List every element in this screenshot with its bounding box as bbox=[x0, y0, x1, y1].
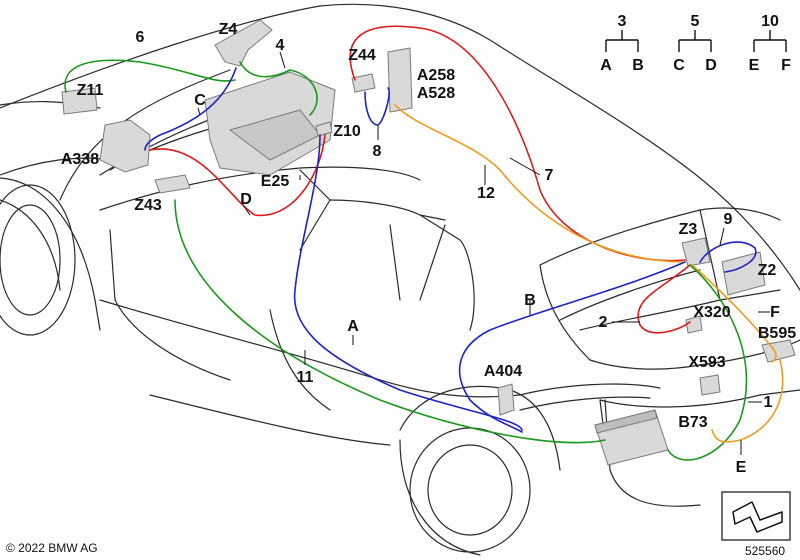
label-a404: A404 bbox=[484, 363, 522, 380]
legend-3-left: E bbox=[749, 57, 760, 74]
wire-green-1 bbox=[667, 264, 748, 461]
label-z4: Z4 bbox=[219, 21, 238, 38]
legend-1-left: A bbox=[600, 57, 612, 74]
label-d: D bbox=[240, 191, 252, 208]
label-11: 11 bbox=[297, 369, 314, 386]
legend-2-left: C bbox=[673, 57, 685, 74]
legend-1-right: B bbox=[632, 57, 644, 74]
module-z3 bbox=[681, 237, 711, 267]
module-a404 bbox=[497, 383, 515, 416]
label-4: 4 bbox=[276, 37, 285, 54]
label-z43: Z43 bbox=[134, 197, 162, 214]
wire-green-6 bbox=[64, 59, 236, 93]
label-z44: Z44 bbox=[348, 47, 376, 64]
wire-blue-c bbox=[144, 67, 237, 151]
view-direction-icon bbox=[721, 491, 791, 541]
label-8: 8 bbox=[373, 143, 382, 160]
legend-2-top: 5 bbox=[691, 13, 700, 30]
copyright-text: © 2022 BMW AG bbox=[6, 541, 98, 555]
legend-2-right: D bbox=[705, 57, 717, 74]
module-x593 bbox=[699, 374, 721, 396]
legend-1-top: 3 bbox=[618, 13, 627, 30]
label-z11: Z11 bbox=[77, 82, 104, 99]
module-z2 bbox=[721, 251, 766, 296]
module-z43 bbox=[154, 174, 191, 194]
wire-blue-a bbox=[293, 134, 523, 431]
label-x593: X593 bbox=[688, 354, 725, 371]
legend: 3 A B 5 C D 10 E F bbox=[600, 13, 791, 74]
legend-tree-2: 5 C D bbox=[673, 13, 717, 74]
module-z10 bbox=[315, 121, 333, 137]
label-z2: Z2 bbox=[758, 262, 777, 279]
label-1: 1 bbox=[764, 394, 773, 411]
label-a: A bbox=[347, 318, 359, 335]
module-z44 bbox=[351, 73, 376, 93]
wire-orange-f bbox=[691, 264, 777, 363]
wire-orange-e bbox=[711, 359, 784, 443]
label-z3: Z3 bbox=[679, 221, 698, 238]
leader-lines bbox=[197, 51, 770, 455]
labels: Z11 6 Z4 4 C A338 Z43 D E25 Z10 Z44 A258… bbox=[61, 21, 796, 476]
wire-orange-12 bbox=[394, 104, 683, 263]
label-e: E bbox=[736, 459, 747, 476]
label-a258: A258 bbox=[417, 67, 455, 84]
reference-number: 525560 bbox=[745, 544, 786, 558]
label-f: F bbox=[770, 304, 780, 321]
label-a528: A528 bbox=[417, 85, 455, 102]
label-9: 9 bbox=[724, 211, 733, 228]
label-2: 2 bbox=[599, 314, 608, 331]
wire-blue-8 bbox=[364, 87, 390, 126]
label-e25: E25 bbox=[261, 173, 290, 190]
module-b595 bbox=[761, 339, 796, 363]
label-a338: A338 bbox=[61, 151, 99, 168]
label-b595: B595 bbox=[758, 325, 796, 342]
module-x320 bbox=[685, 315, 703, 334]
label-x320: X320 bbox=[693, 304, 730, 321]
label-12: 12 bbox=[477, 185, 495, 202]
wire-green-4 bbox=[239, 61, 318, 116]
label-6: 6 bbox=[136, 29, 145, 46]
module-z11 bbox=[61, 87, 98, 115]
module-a258-a528 bbox=[387, 47, 413, 113]
label-b73: B73 bbox=[678, 414, 707, 431]
components bbox=[61, 19, 796, 466]
legend-tree-1: 3 A B bbox=[600, 13, 644, 74]
legend-3-top: 10 bbox=[761, 13, 779, 30]
label-b: B bbox=[524, 292, 536, 309]
label-c: C bbox=[194, 92, 206, 109]
wire-green-11 bbox=[174, 199, 606, 444]
wire-red-2 bbox=[637, 264, 691, 334]
label-z10: Z10 bbox=[333, 123, 361, 140]
wire-blue-b bbox=[458, 261, 686, 433]
module-a338 bbox=[99, 119, 151, 173]
legend-3-right: F bbox=[781, 57, 791, 74]
wire-blue-9 bbox=[699, 241, 757, 273]
wire-red-d bbox=[149, 134, 326, 217]
label-7: 7 bbox=[545, 167, 554, 184]
legend-tree-3: 10 E F bbox=[749, 13, 791, 74]
wires bbox=[64, 25, 784, 461]
module-z4 bbox=[214, 19, 273, 67]
